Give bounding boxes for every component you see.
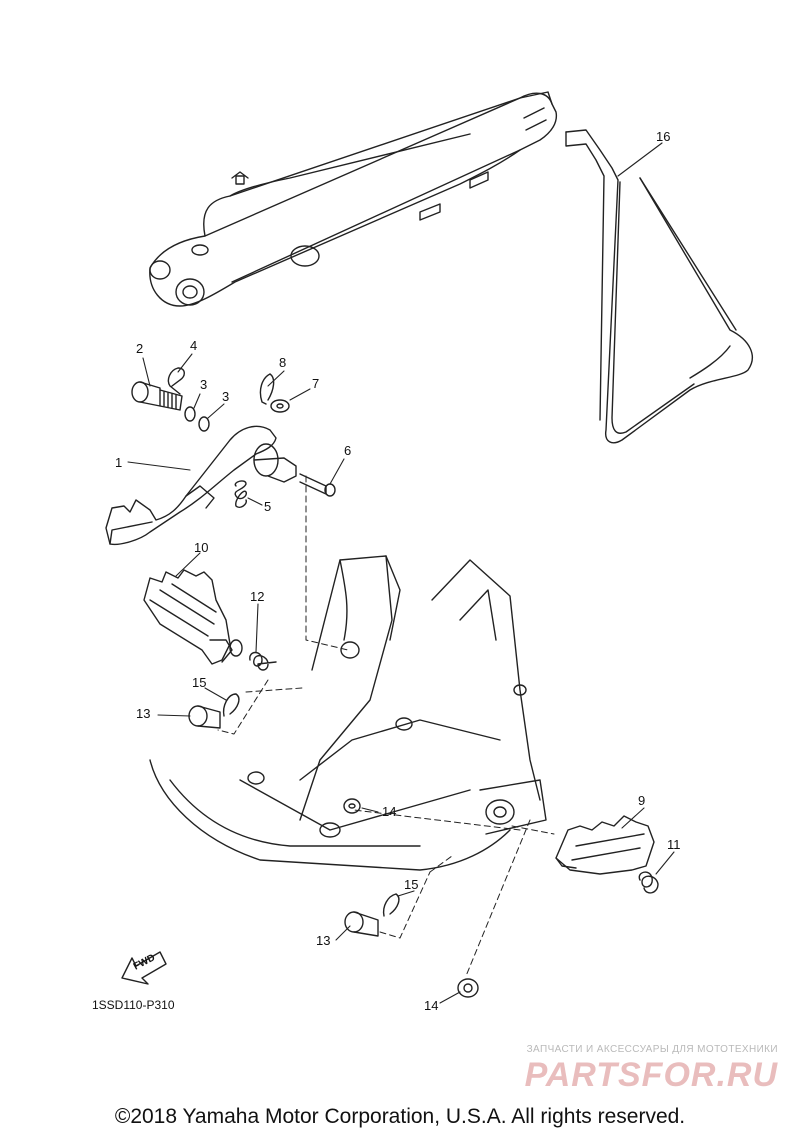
swingarm xyxy=(149,91,558,307)
callout-1: 1 xyxy=(115,455,123,470)
diagram-code: 1SSD110-P310 xyxy=(92,998,175,1012)
assembly-lines xyxy=(217,475,555,977)
callout-4: 4 xyxy=(190,338,198,353)
cotter-pin-part-15-left xyxy=(222,693,240,717)
copyright-notice: ©2018 Yamaha Motor Corporation, U.S.A. A… xyxy=(114,1105,686,1128)
footpeg-part-10 xyxy=(143,569,243,665)
watermark-brand: PARTSFOR.RU xyxy=(524,1056,778,1094)
cotter-pin-part-15-lower xyxy=(382,893,400,917)
callout-8: 8 xyxy=(279,355,287,370)
washer-part-7 xyxy=(270,399,290,413)
o-rings-part-3 xyxy=(184,406,210,432)
callout-13-b: 13 xyxy=(316,933,331,948)
pin-part-13-left xyxy=(188,705,221,729)
pivot-bolt-part-2 xyxy=(131,381,183,411)
cotter-pin-part-8 xyxy=(259,373,275,405)
callout-15-a: 15 xyxy=(192,675,207,690)
collar-part-14-upper xyxy=(343,798,361,814)
callout-6: 6 xyxy=(344,443,352,458)
frame xyxy=(149,555,547,871)
spring-part-11 xyxy=(638,871,659,894)
callout-3-a: 3 xyxy=(200,377,208,392)
watermark-subtitle: ЗАПЧАСТИ И АКСЕССУАРЫ ДЛЯ МОТОТЕХНИКИ xyxy=(526,1044,778,1055)
collar-part-14-lower xyxy=(457,978,479,998)
callout-5: 5 xyxy=(264,499,272,514)
fwd-arrow-icon xyxy=(121,951,167,985)
callout-3-b: 3 xyxy=(222,389,230,404)
callout-14-b: 14 xyxy=(424,998,439,1013)
callout-11: 11 xyxy=(667,837,681,852)
callout-14-a: 14 xyxy=(382,804,397,819)
callout-9: 9 xyxy=(638,793,646,808)
footpeg-part-9 xyxy=(555,815,655,875)
brake-pedal-part-1 xyxy=(105,425,297,546)
cotter-pin-part-4 xyxy=(167,367,185,395)
callout-10: 10 xyxy=(194,540,209,555)
callout-15-b: 15 xyxy=(404,877,419,892)
callout-16: 16 xyxy=(656,129,671,144)
callout-2: 2 xyxy=(136,341,144,356)
callout-7: 7 xyxy=(312,376,320,391)
spring-part-12 xyxy=(249,651,277,671)
callout-12: 12 xyxy=(250,589,265,604)
leader-lines xyxy=(127,142,675,1004)
spring-part-5 xyxy=(234,480,247,509)
bolt-part-6 xyxy=(299,473,336,497)
stand-part-16 xyxy=(565,129,753,444)
pin-part-13-lower xyxy=(344,911,379,937)
callout-13-a: 13 xyxy=(136,706,151,721)
